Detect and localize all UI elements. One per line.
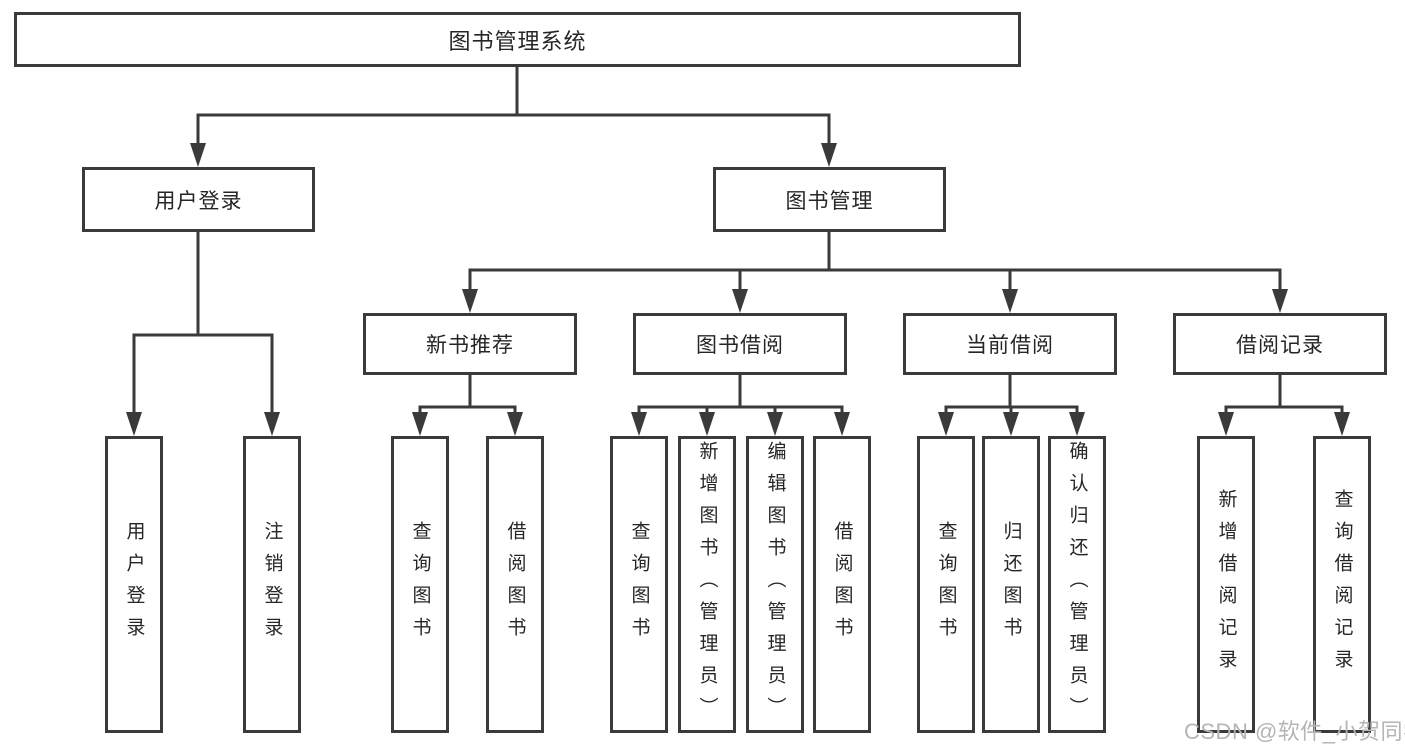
leaf-query-borrow-record: 查询借阅记录 <box>1313 436 1371 733</box>
arrow-down-icon <box>821 143 837 167</box>
connector-book-management-to-level3 <box>462 232 1288 313</box>
node-borrow-records: 借阅记录 <box>1173 313 1387 375</box>
node-new-book-recommend: 新书推荐 <box>363 313 577 375</box>
leaf-query-books-recommend-label: 查询图书 <box>409 520 431 649</box>
arrow-down-icon <box>834 412 850 436</box>
connector-borrow-records-to-leaves <box>1218 375 1350 436</box>
connector-current-borrow-to-leaves <box>938 375 1085 436</box>
arrow-down-icon <box>1002 289 1018 313</box>
arrow-down-icon <box>462 289 478 313</box>
leaf-user-login: 用户登录 <box>105 436 163 733</box>
arrow-down-icon <box>767 412 783 436</box>
node-book-management: 图书管理 <box>713 167 946 232</box>
arrow-down-icon <box>190 143 206 167</box>
leaf-query-books-current: 查询图书 <box>917 436 975 733</box>
leaf-logout-label: 注销登录 <box>261 520 283 649</box>
arrow-down-icon <box>412 412 428 436</box>
leaf-return-books: 归还图书 <box>982 436 1040 733</box>
leaf-return-books-label: 归还图书 <box>1000 520 1022 649</box>
leaf-logout: 注销登录 <box>243 436 301 733</box>
leaf-add-books-admin-label: 新增图书（管理员） <box>696 440 718 729</box>
leaf-confirm-return-admin: 确认归还（管理员） <box>1048 436 1106 733</box>
leaf-query-books-borrow-label: 查询图书 <box>628 520 650 649</box>
leaf-add-borrow-record-label: 新增借阅记录 <box>1215 488 1237 681</box>
leaf-user-login-label: 用户登录 <box>123 520 145 649</box>
node-current-borrow: 当前借阅 <box>903 313 1117 375</box>
csdn-watermark: CSDN @软件_小贺同学 <box>1184 719 1405 744</box>
leaf-borrow-books-recommend-label: 借阅图书 <box>504 520 526 649</box>
leaf-borrow-books-recommend: 借阅图书 <box>486 436 544 733</box>
node-book-management-label: 图书管理 <box>785 189 874 213</box>
leaf-borrow-books: 借阅图书 <box>813 436 871 733</box>
node-current-borrow-label: 当前借阅 <box>966 334 1054 357</box>
arrow-down-icon <box>631 412 647 436</box>
leaf-add-books-admin: 新增图书（管理员） <box>678 436 736 733</box>
leaf-query-books-current-label: 查询图书 <box>935 520 957 649</box>
connector-user-login-to-leaves <box>126 232 280 436</box>
leaf-edit-books-admin-label: 编辑图书（管理员） <box>764 440 786 729</box>
leaf-add-borrow-record: 新增借阅记录 <box>1197 436 1255 733</box>
node-new-book-recommend-label: 新书推荐 <box>426 334 514 357</box>
leaf-confirm-return-admin-label: 确认归还（管理员） <box>1066 440 1088 729</box>
arrow-down-icon <box>1069 412 1085 436</box>
leaf-edit-books-admin: 编辑图书（管理员） <box>746 436 804 733</box>
arrow-down-icon <box>507 412 523 436</box>
node-root-system-label: 图书管理系统 <box>448 28 587 54</box>
arrow-down-icon <box>1334 412 1350 436</box>
arrow-down-icon <box>1272 289 1288 313</box>
arrow-down-icon <box>264 412 280 436</box>
leaf-borrow-books-label: 借阅图书 <box>831 520 853 649</box>
connector-new-book-recommend-to-leaves <box>412 375 523 436</box>
node-user-login: 用户登录 <box>82 167 315 232</box>
leaf-query-borrow-record-label: 查询借阅记录 <box>1331 488 1353 681</box>
connector-book-borrow-to-leaves <box>631 375 850 436</box>
arrow-down-icon <box>126 412 142 436</box>
leaf-query-books-recommend: 查询图书 <box>391 436 449 733</box>
node-user-login-label: 用户登录 <box>154 189 243 213</box>
node-book-borrow-label: 图书借阅 <box>696 334 784 357</box>
node-borrow-records-label: 借阅记录 <box>1236 334 1324 357</box>
arrow-down-icon <box>938 412 954 436</box>
node-book-borrow: 图书借阅 <box>633 313 847 375</box>
node-root-system: 图书管理系统 <box>14 12 1021 67</box>
leaf-query-books-borrow: 查询图书 <box>610 436 668 733</box>
connector-root-to-level2 <box>190 67 837 167</box>
arrow-down-icon <box>699 412 715 436</box>
arrow-down-icon <box>1218 412 1234 436</box>
arrow-down-icon <box>1003 412 1019 436</box>
arrow-down-icon <box>732 289 748 313</box>
